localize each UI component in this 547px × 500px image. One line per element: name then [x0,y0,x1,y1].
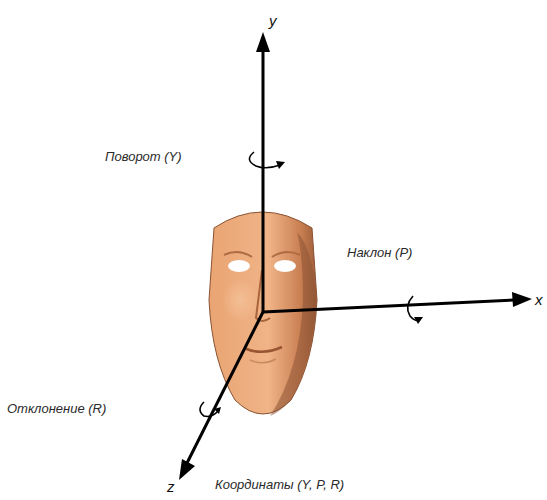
rotation-label: Отклонение (R) [6,402,107,417]
axis-label: y [268,12,278,29]
axes [186,48,515,465]
caption-label: Координаты (Y, P, R) [214,478,345,493]
axis-label: x [534,291,544,308]
rotation-label: Поворот (Y) [104,150,183,165]
rotation-arrowheads [214,161,423,414]
axis-label: z [166,478,176,495]
rotation-label: Наклон (P) [346,246,413,261]
rotation-arrows [200,152,420,416]
axis-arrowheads [179,32,532,480]
